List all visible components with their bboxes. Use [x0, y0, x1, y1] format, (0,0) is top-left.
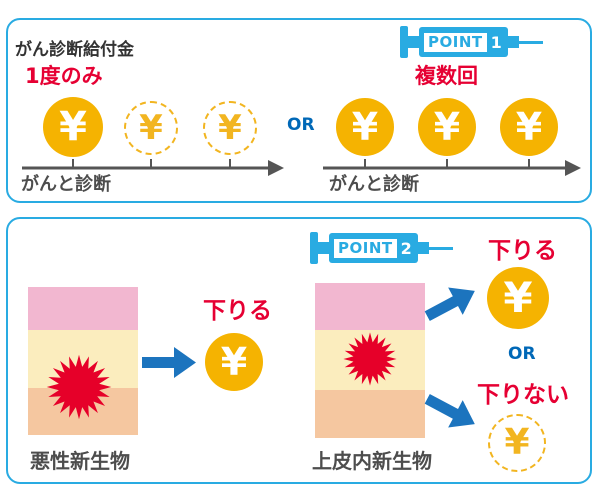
point-badge-1: POINT 1: [400, 24, 543, 60]
arrow-right-icon: [142, 347, 196, 378]
yen-coin-solid: ¥: [336, 98, 394, 156]
yen-coin-dashed: ¥: [488, 414, 546, 472]
yen-coin-solid: ¥: [418, 98, 476, 156]
point-badge-2: POINT 2: [310, 230, 453, 266]
syringe-rod-icon: [408, 36, 419, 48]
timeline-arrow: [323, 159, 581, 176]
yen-coin-solid: ¥: [43, 97, 103, 157]
point-label: POINT: [334, 238, 397, 258]
yen-coin-solid: ¥: [487, 267, 549, 329]
axis-label-diagnosed: がんと診断: [21, 174, 111, 195]
tissue-layer-top: [28, 287, 138, 330]
yen-symbol: ¥: [504, 422, 530, 463]
panel-diagnosis-benefit: がん診断給付金 1度のみ ¥ ¥ ¥ がんと診断 OR POINT: [6, 18, 592, 203]
yen-coin-dashed: ¥: [203, 101, 257, 155]
syringe-rod-icon: [318, 242, 329, 254]
syringe-plunger-icon: [400, 26, 408, 58]
or-label: OR: [287, 115, 315, 135]
tumor-starburst-icon: [343, 332, 397, 386]
yen-coin-solid: ¥: [205, 333, 263, 391]
result-unpaid-label: 下りない: [477, 382, 569, 408]
syringe-body-icon: POINT 1: [419, 27, 508, 57]
yen-coin-solid: ¥: [500, 98, 558, 156]
panel-title: がん診断給付金: [15, 40, 134, 60]
result-paid-label: 下りる: [203, 298, 272, 324]
syringe-nozzle-icon: [507, 36, 519, 48]
point-number: 1: [490, 32, 502, 52]
tissue-label-in-situ: 上皮内新生物: [312, 449, 432, 473]
arrow-up-right-icon: [424, 287, 475, 322]
tissue-layer-bottom: [315, 390, 425, 438]
syringe-plunger-icon: [310, 232, 318, 264]
tumor-starburst-icon: [46, 354, 112, 420]
point-number: 2: [400, 238, 412, 258]
yen-symbol: ¥: [139, 108, 163, 148]
yen-symbol: ¥: [218, 108, 242, 148]
arrow-down-right-icon: [424, 393, 475, 428]
yen-coin-dashed: ¥: [124, 101, 178, 155]
yen-symbol: ¥: [351, 105, 379, 149]
headline-once-only: 1度のみ: [25, 64, 103, 88]
yen-symbol: ¥: [515, 105, 543, 149]
syringe-needle-icon: [518, 40, 543, 44]
or-label: OR: [508, 344, 536, 364]
timeline-arrow: [22, 159, 284, 176]
yen-symbol: ¥: [433, 105, 461, 149]
syringe-body-icon: POINT 2: [329, 233, 418, 263]
tissue-layer-top: [315, 283, 425, 330]
tissue-diagram-malignant: [28, 287, 138, 435]
point-label: POINT: [424, 32, 487, 52]
result-paid-label: 下りる: [488, 238, 557, 264]
yen-symbol: ¥: [59, 104, 87, 150]
tissue-diagram-in-situ: [315, 283, 425, 438]
tissue-label-malignant: 悪性新生物: [30, 449, 130, 473]
syringe-nozzle-icon: [417, 242, 429, 254]
yen-symbol: ¥: [220, 340, 248, 384]
panel-neoplasm-payout: 悪性新生物 下りる ¥ POINT 2: [6, 217, 592, 484]
axis-label-diagnosed: がんと診断: [329, 174, 419, 195]
headline-multiple-times: 複数回: [415, 64, 478, 88]
yen-symbol: ¥: [503, 273, 533, 322]
syringe-needle-icon: [428, 246, 453, 250]
